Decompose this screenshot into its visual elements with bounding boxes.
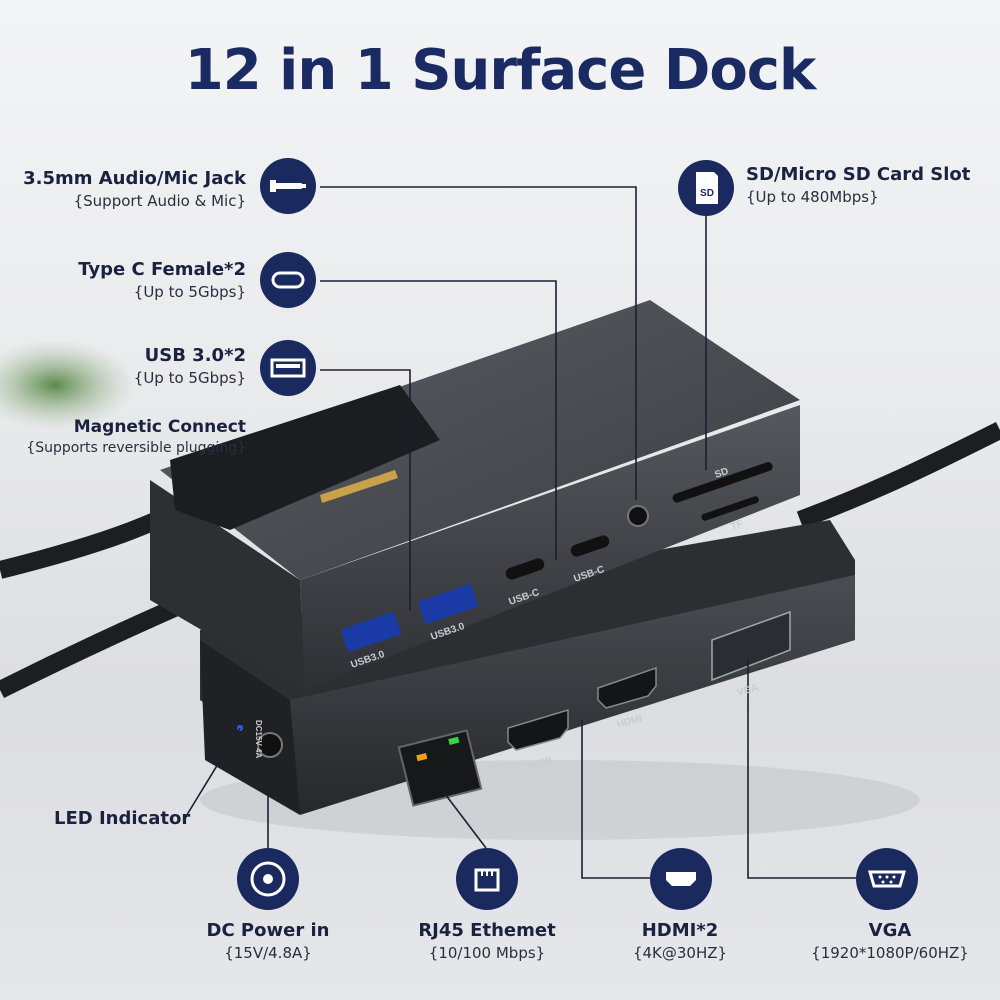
page-title: 12 in 1 Surface Dock — [184, 38, 816, 103]
usb-a-port-right — [418, 584, 478, 624]
type-c-label: Type C Female*2 {Up to 5Gbps} — [78, 259, 246, 301]
hdmi-label: HDMI*2 {4K@30HZ} — [632, 920, 728, 962]
upper-unit-top — [160, 300, 800, 580]
ethernet-icon — [456, 848, 518, 910]
svg-text:SD: SD — [700, 188, 714, 199]
audio-jack-label: 3.5mm Audio/Mic Jack {Support Audio & Mi… — [23, 168, 246, 210]
vga-label: VGA {1920*1080P/60HZ} — [811, 920, 969, 962]
usb-c-icon — [260, 252, 316, 308]
sd-port-label: SD — [713, 466, 730, 481]
usb-a-icon — [260, 340, 316, 396]
vga-port — [711, 610, 791, 682]
audio-jack-port — [627, 505, 649, 527]
usb-c-port-left — [505, 558, 545, 580]
rj45-label: RJ45 Ethemet {10/100 Mbps} — [418, 920, 556, 962]
magnetic-connector — [170, 385, 440, 530]
usb-a-port-left — [341, 612, 401, 652]
dc-power-label: DC Power in {15V/4.8A} — [206, 920, 330, 962]
hdmi-icon — [650, 848, 712, 910]
dc-power-port — [257, 732, 283, 758]
dc-power-icon — [237, 848, 299, 910]
tf-port-label: TF — [729, 518, 744, 532]
hdmi-right-port-label: HDMI — [616, 713, 644, 731]
sd-card-icon: SD — [678, 160, 734, 216]
hdmi-port-right — [597, 666, 657, 709]
sd-card-label: SD/Micro SD Card Slot {Up to 480Mbps} — [746, 164, 971, 206]
vga-icon — [856, 848, 918, 910]
tf-slot — [701, 496, 759, 521]
audio-jack-icon — [260, 158, 316, 214]
led-indicator-label: LED Indicator — [54, 808, 191, 829]
usb-c-port-right — [570, 535, 610, 557]
cable-right — [796, 421, 1000, 529]
hdmi-port-left — [507, 708, 569, 751]
magnetic-connect-label: Magnetic Connect {Supports reversible pl… — [26, 417, 246, 456]
sd-slot — [672, 462, 773, 503]
background-plant — [0, 340, 135, 430]
usb3-label: USB 3.0*2 {Up to 5Gbps} — [133, 345, 246, 387]
dc-rating-label: DC15V 4A — [254, 720, 263, 758]
